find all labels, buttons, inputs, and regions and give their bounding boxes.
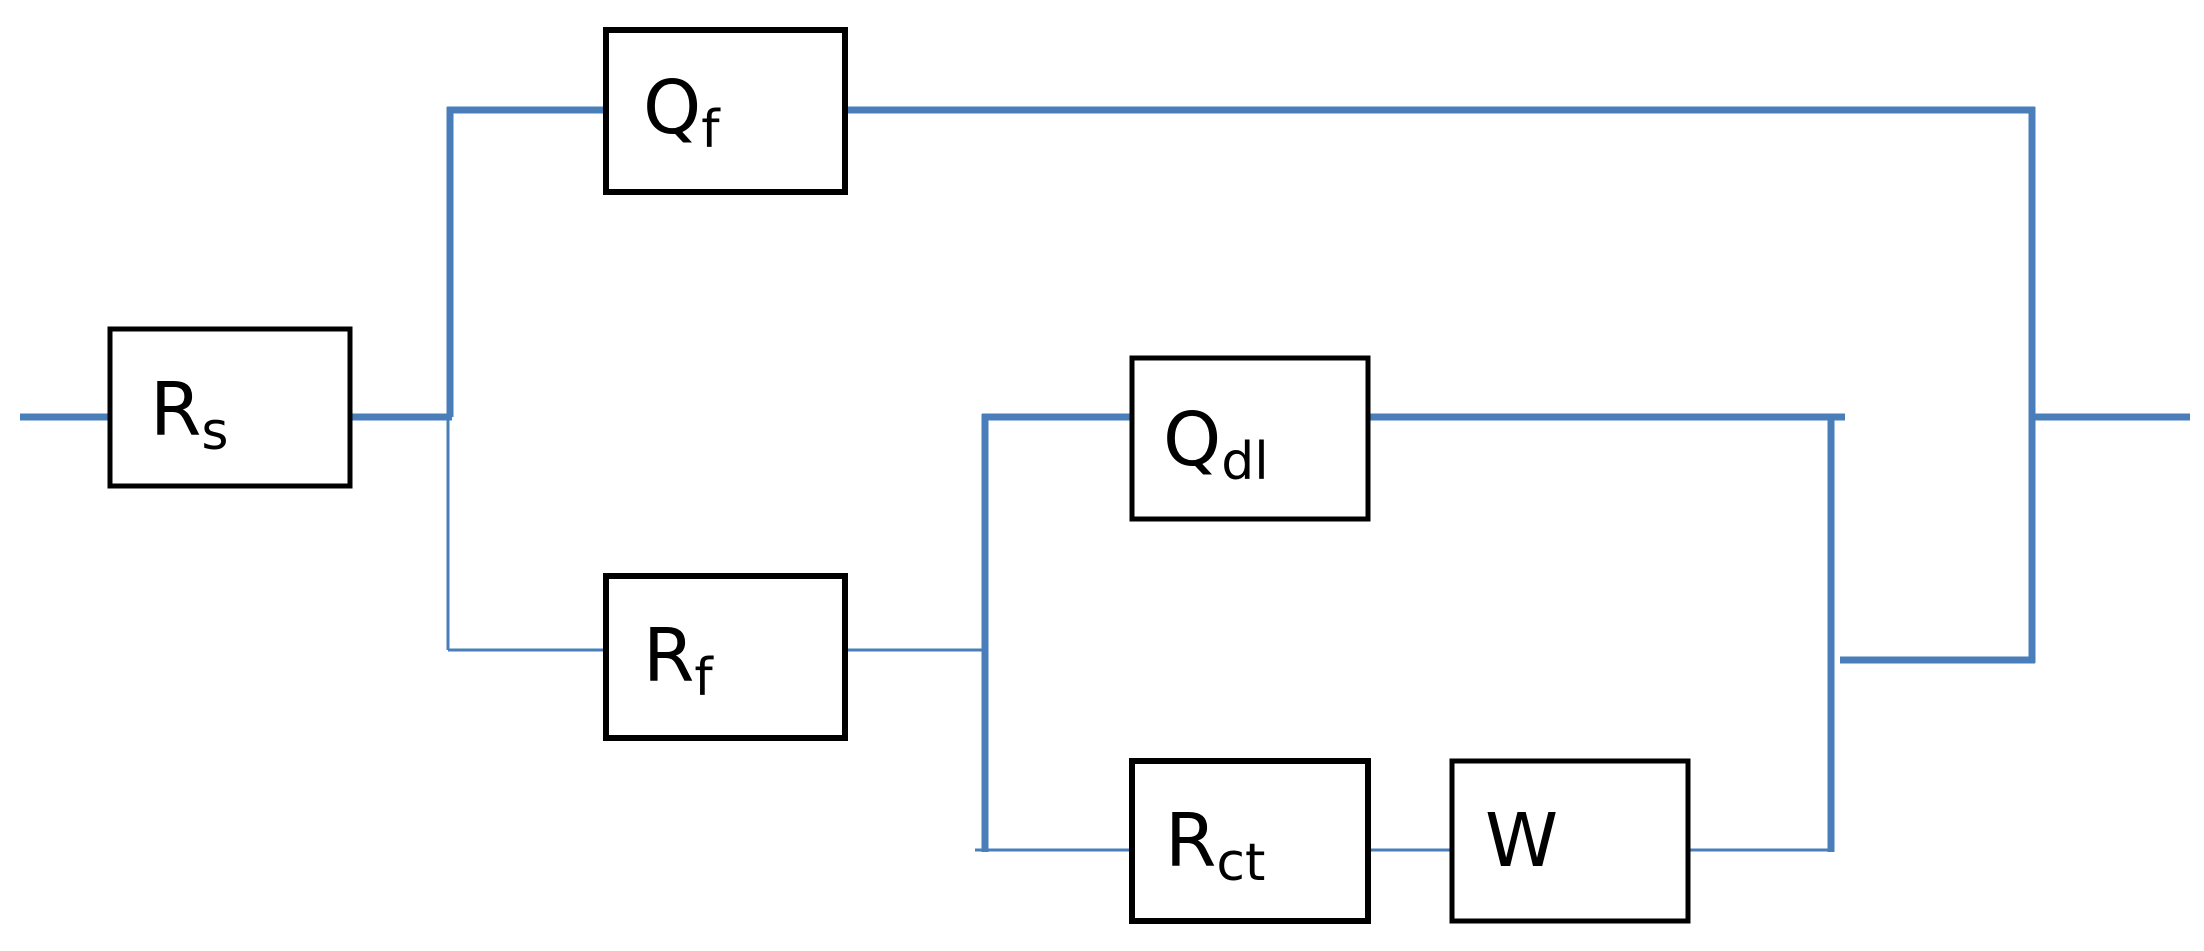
- component-qdl-subscript: dl: [1221, 432, 1268, 492]
- svg-text:W: W: [1485, 798, 1558, 884]
- component-w: W: [1449, 758, 1691, 924]
- svg-text:Rf: Rf: [643, 613, 714, 708]
- component-qdl: Qdl: [1129, 355, 1371, 522]
- component-rct-symbol: R: [1165, 798, 1216, 884]
- svg-text:Qdl: Qdl: [1163, 397, 1269, 492]
- component-rct-subscript: ct: [1216, 833, 1265, 893]
- svg-text:Qf: Qf: [643, 65, 721, 160]
- svg-text:Rct: Rct: [1165, 798, 1265, 893]
- component-rf: Rf: [603, 573, 848, 741]
- component-rf-symbol: R: [643, 613, 694, 699]
- component-rct: Rct: [1129, 758, 1371, 924]
- svg-text:Rs: Rs: [150, 367, 229, 462]
- component-w-symbol: W: [1485, 798, 1558, 884]
- circuit-wires: [20, 106, 2190, 852]
- component-rs: Rs: [107, 326, 353, 489]
- component-qf: Qf: [603, 27, 848, 195]
- component-rs-symbol: R: [150, 367, 201, 453]
- component-rs-subscript: s: [201, 402, 228, 462]
- component-qdl-symbol: Q: [1163, 397, 1221, 483]
- component-rf-subscript: f: [694, 648, 714, 708]
- component-qf-subscript: f: [701, 100, 721, 160]
- component-qf-symbol: Q: [643, 65, 701, 151]
